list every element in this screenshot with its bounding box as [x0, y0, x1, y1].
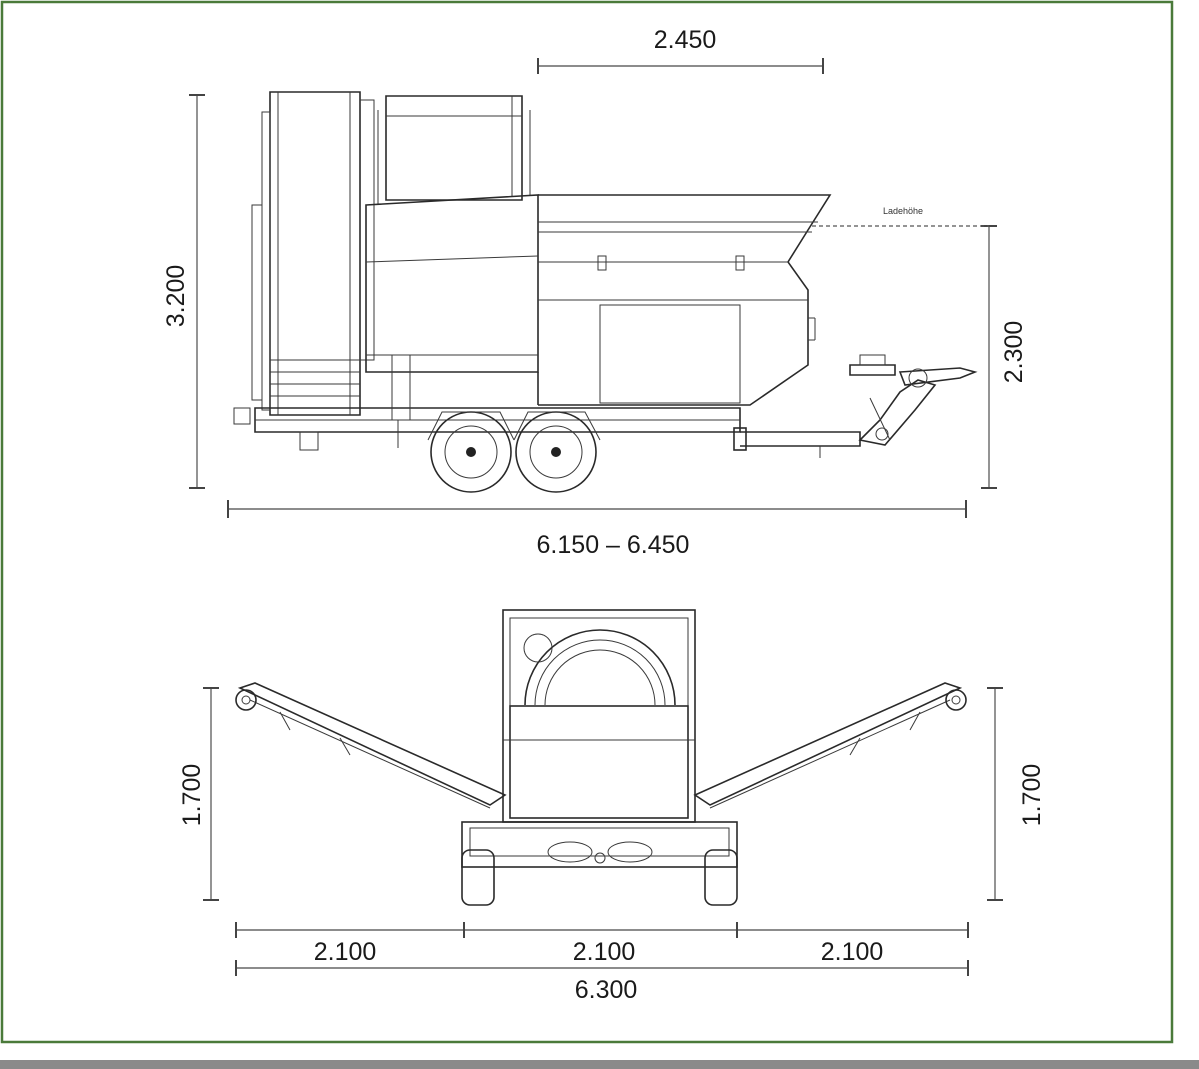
dim-left-height-label: 1.700: [178, 764, 206, 827]
dim-top-width-label: 2.450: [654, 26, 717, 54]
dim-right-height: 1.700: [987, 687, 1046, 901]
loading-height-caption: Ladehöhe: [883, 206, 923, 216]
rear-view: 1.700 1.700 2.100 2.100 2.100 6.300: [178, 609, 1046, 1004]
dim-left-height: 1.700: [178, 687, 219, 901]
dim-total-width-label: 6.300: [575, 976, 638, 1004]
drawing-frame: [0, 0, 1174, 1044]
dim-right-height-label: 1.700: [1018, 764, 1046, 827]
dim-top-width: 2.450: [537, 26, 824, 74]
dim-segment-right-label: 2.100: [821, 938, 884, 966]
dim-total-height-label: 3.200: [162, 265, 190, 328]
dim-total-width: 6.300: [235, 960, 969, 1004]
side-view: 2.450 3.200 2.300 Ladehöhe 6.150 – 6.450: [162, 26, 1028, 559]
bottom-bar: [0, 1060, 1199, 1069]
dim-segment-left-label: 2.100: [314, 938, 377, 966]
dim-loading-height-label: 2.300: [1000, 321, 1028, 384]
dim-total-height: 3.200: [162, 94, 205, 489]
dim-length-label: 6.150 – 6.450: [537, 531, 690, 559]
side-view-machine: [233, 91, 978, 493]
dim-segment-center-label: 2.100: [573, 938, 636, 966]
dim-loading-height: 2.300 Ladehöhe: [812, 206, 1028, 489]
dim-segments: 2.100 2.100 2.100: [235, 922, 969, 966]
dim-length: 6.150 – 6.450: [227, 500, 967, 559]
rear-view-machine: [235, 609, 967, 906]
